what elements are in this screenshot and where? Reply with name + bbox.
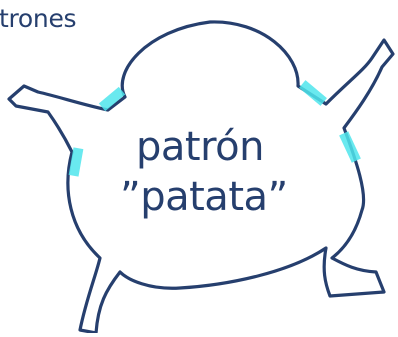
tape-mark-right [339,131,361,162]
tape-mark-upper-right [299,80,327,106]
corner-text: trones [0,2,76,36]
pattern-title-line-2: ”patata” [120,174,280,220]
pattern-title-line-1: patrón [120,124,280,170]
